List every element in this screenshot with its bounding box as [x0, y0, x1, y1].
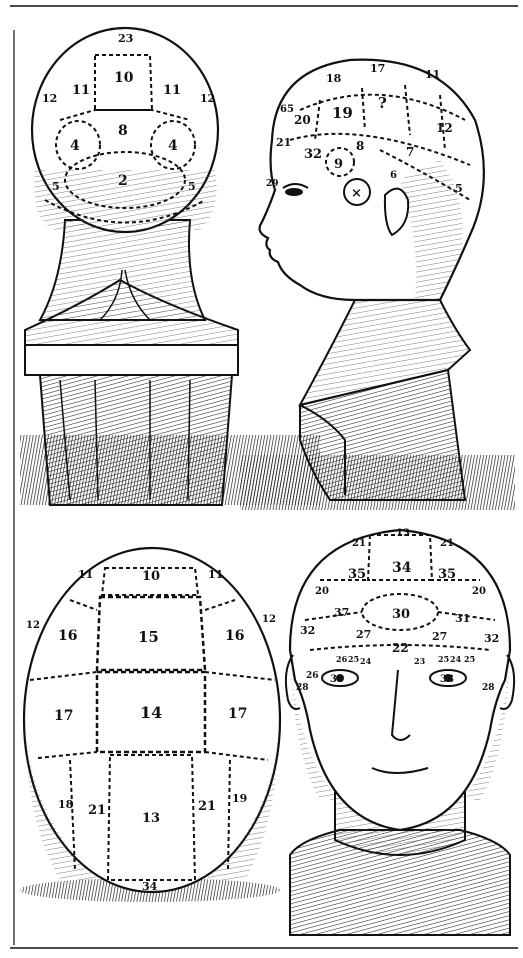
- label: 20: [472, 586, 486, 597]
- label: 24: [450, 654, 462, 664]
- label: 5: [188, 180, 196, 193]
- label: 14: [140, 703, 162, 722]
- label: 25: [348, 654, 359, 664]
- label: 21: [440, 538, 454, 549]
- label: 23: [118, 32, 133, 45]
- label: 16: [225, 628, 244, 644]
- label: 9: [334, 157, 343, 172]
- label: ?: [378, 94, 387, 112]
- label: 34: [142, 880, 158, 893]
- label: 65: [280, 104, 294, 115]
- label: 5: [52, 180, 60, 193]
- label: 17: [370, 62, 385, 75]
- label: 24: [360, 656, 372, 666]
- label: 13: [142, 811, 160, 826]
- label: 2: [118, 173, 128, 189]
- label: 10: [114, 70, 134, 86]
- label: 11: [163, 83, 181, 98]
- label: 27: [356, 628, 371, 641]
- label: 22: [392, 641, 409, 655]
- label: 16: [58, 628, 77, 644]
- front-head-figure: 21 13 21 34 35 35 20 30 20 37 31 32 27 2…: [286, 528, 514, 935]
- label: 23: [414, 656, 426, 666]
- label: 37: [334, 606, 349, 619]
- label: 12: [436, 121, 453, 135]
- label: 11: [72, 83, 90, 98]
- label: 28: [482, 683, 495, 693]
- label: 21: [276, 136, 291, 149]
- label: 31: [455, 612, 470, 625]
- label: 33: [440, 674, 454, 685]
- label: 35: [438, 567, 456, 582]
- label: 8: [356, 139, 364, 153]
- label: 12: [42, 92, 57, 105]
- label: 5: [455, 182, 463, 195]
- label: 12: [200, 92, 215, 105]
- label: 4: [168, 138, 178, 154]
- label: 11: [208, 568, 223, 581]
- label: 10: [142, 569, 160, 584]
- label: 4: [70, 138, 80, 154]
- label: 28: [296, 683, 309, 693]
- back-head-figure: 23 10 11 11 12 12 8 4 4 2 5 5: [20, 28, 320, 505]
- label: 25: [438, 654, 449, 664]
- label: 19: [232, 792, 247, 805]
- label: 35: [348, 567, 366, 582]
- label: 17: [228, 706, 247, 722]
- label: 18: [326, 72, 342, 85]
- label: ×: [351, 186, 362, 201]
- label: 21: [198, 799, 216, 814]
- label: 20: [315, 586, 329, 597]
- label: 33: [330, 674, 344, 685]
- label: 18: [58, 798, 74, 811]
- label: 11: [425, 68, 440, 81]
- label: 25: [464, 654, 475, 664]
- label: 12: [26, 620, 40, 631]
- label: 26: [306, 671, 319, 681]
- label: 11: [78, 568, 93, 581]
- label: 8: [118, 123, 128, 139]
- label: 12: [262, 614, 276, 625]
- label: 17: [54, 708, 73, 724]
- label: 21: [352, 538, 366, 549]
- label: 7: [406, 145, 414, 159]
- label: 13: [396, 528, 410, 539]
- label: 19: [332, 104, 353, 122]
- label: 34: [392, 560, 412, 576]
- label: 32: [300, 624, 315, 637]
- label: 26: [336, 654, 348, 664]
- label: 27: [432, 630, 447, 643]
- label: 32: [304, 147, 322, 162]
- top-head-figure: 11 10 11 16 15 16 12 12 17 14 17 18 21 1…: [20, 548, 280, 902]
- label: 20: [294, 113, 311, 127]
- label: 30: [392, 607, 410, 622]
- label: 29: [266, 179, 279, 189]
- label: 15: [138, 628, 159, 646]
- label: 21: [88, 803, 106, 818]
- label: 32: [484, 632, 499, 645]
- label: 6: [390, 170, 397, 181]
